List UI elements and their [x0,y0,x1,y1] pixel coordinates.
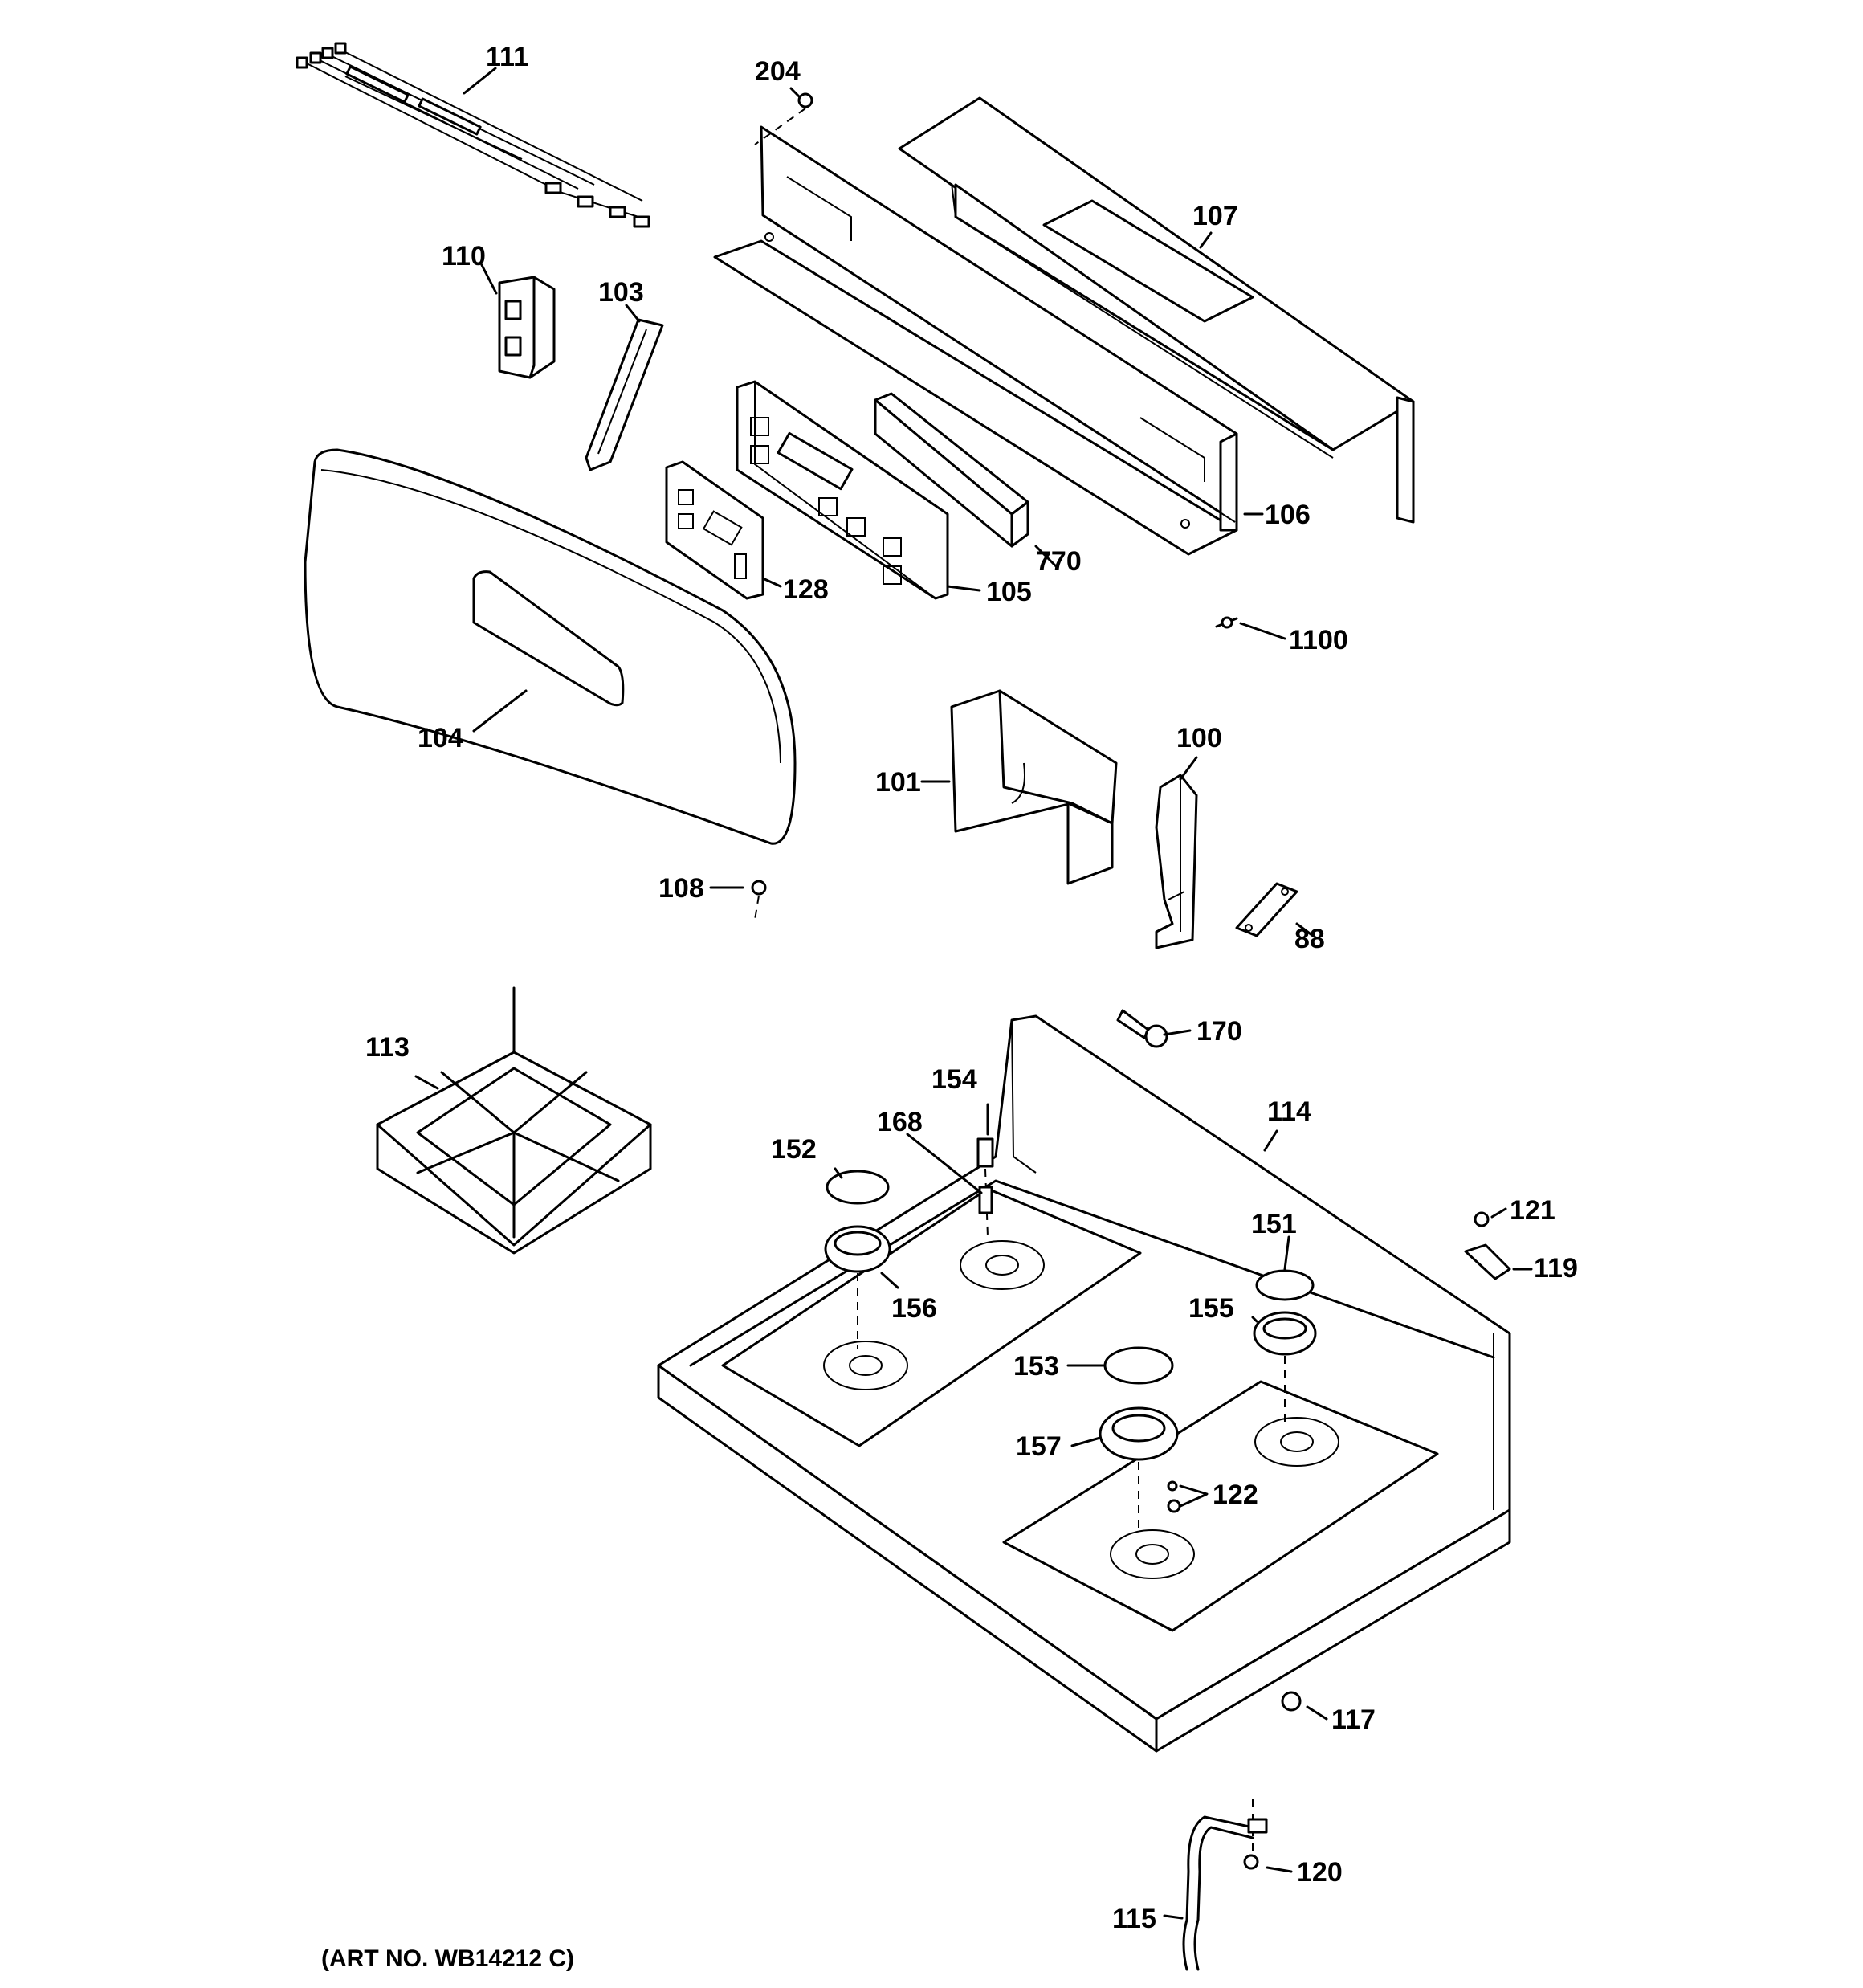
callout-115: 115 [1112,1904,1156,1934]
part-121-screw [1474,1211,1490,1227]
part-155-burner-head [1253,1311,1317,1422]
callout-100: 100 [1176,723,1222,753]
part-106-backguard [713,125,1238,556]
callout-155: 155 [1188,1293,1234,1324]
part-108-screw [751,880,767,921]
part-117-nut [1281,1691,1302,1712]
callout-104: 104 [418,723,463,753]
part-153-burner-cap [1103,1346,1174,1385]
part-156-burner-head [824,1225,891,1349]
callout-168: 168 [877,1107,923,1137]
part-168-spark-electrode [978,1186,993,1214]
part-152-burner-cap [826,1170,890,1205]
part-151-burner-cap [1255,1269,1315,1301]
callout-122: 122 [1213,1480,1258,1510]
part-120-screw [1243,1799,1259,1870]
callout-170: 170 [1196,1016,1242,1047]
part-110-module [498,276,556,379]
part-88-clip [1235,882,1298,937]
callout-113: 113 [365,1032,410,1063]
callout-157: 157 [1016,1431,1062,1462]
callout-1100: 1100 [1289,625,1348,655]
part-170-screw [1116,1009,1168,1048]
part-113-grate [376,986,652,1255]
callout-106: 106 [1265,500,1311,530]
part-101-shield [950,689,1118,885]
callout-152: 152 [771,1134,817,1165]
callout-108: 108 [658,873,704,904]
part-105-control-board [736,380,949,600]
part-104-control-panel [304,448,797,845]
callout-101: 101 [875,767,921,798]
callout-154: 154 [932,1064,977,1095]
callout-105: 105 [986,577,1032,607]
part-157-burner-head [1099,1406,1179,1534]
callout-103: 103 [598,277,644,308]
callout-114: 114 [1267,1096,1311,1127]
callout-120: 120 [1297,1857,1343,1888]
part-114-cooktop [657,1014,1511,1753]
callout-770: 770 [1036,546,1082,577]
callout-204: 204 [755,56,801,87]
part-770-bracket [874,392,1029,548]
part-204-screw [754,92,813,145]
part-103-bracket [585,318,664,471]
callout-153: 153 [1013,1351,1059,1382]
callout-151: 151 [1251,1209,1297,1239]
part-119-bracket [1464,1243,1511,1280]
callout-labels: 111 204 107 110 103 106 770 128 105 1100… [321,42,1578,1972]
part-122-fasteners [1167,1480,1181,1513]
callout-128: 128 [783,574,829,605]
callout-156: 156 [891,1293,937,1324]
callout-107: 107 [1192,201,1238,231]
part-1100-screw [1215,616,1238,629]
part-111-wire-harness [296,42,650,228]
part-115-tube [1182,1815,1268,1971]
art-number: (ART NO. WB14212 C) [321,1945,574,1972]
callout-121: 121 [1510,1195,1555,1226]
callout-117: 117 [1331,1704,1376,1735]
part-107-vent-trim [898,96,1415,524]
callout-111: 111 [486,42,528,72]
callout-119: 119 [1534,1253,1578,1284]
part-100-bracket [1155,774,1198,949]
part-128-overlay [665,460,764,600]
callout-110: 110 [442,241,486,271]
callout-88: 88 [1294,924,1325,954]
leader-lines [414,67,1533,1920]
